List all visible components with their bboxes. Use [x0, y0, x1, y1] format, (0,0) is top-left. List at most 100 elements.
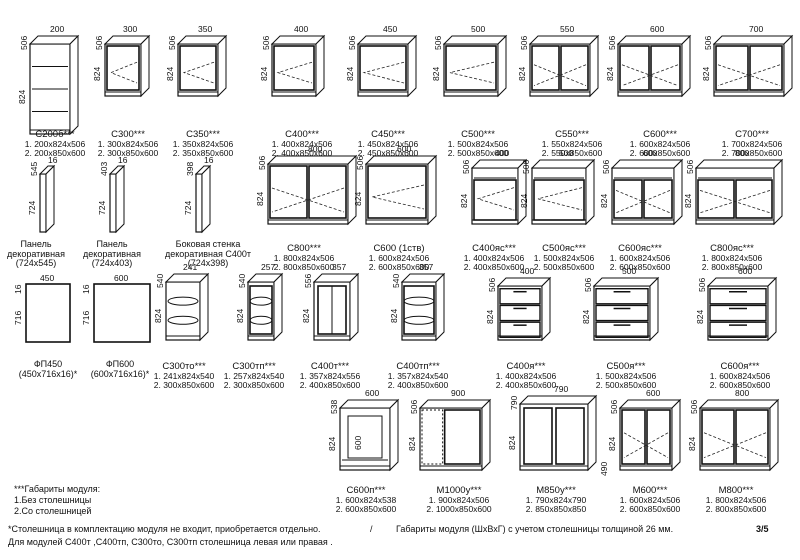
dim-height: 724 — [27, 200, 37, 215]
cabinet-top — [356, 35, 418, 45]
module-name: C600я*** — [720, 361, 760, 372]
dim-depth: 790 — [509, 395, 519, 410]
cabinet-top — [364, 155, 438, 165]
module-size-1: 1. 500x824x506 — [447, 138, 509, 149]
dim-height: 824 — [605, 67, 615, 82]
cabinet-front — [271, 43, 317, 97]
dim-width: 241 — [183, 262, 198, 272]
module-size-1: 1. 450x824x506 — [357, 138, 419, 149]
cabinet-front — [177, 43, 219, 97]
module-size-2: 2. 600x850x600 — [619, 504, 681, 514]
c800ys-drawing — [694, 158, 784, 226]
module-size-2: 2. 850x850x850 — [525, 504, 587, 514]
dim-width: 600 — [646, 388, 661, 398]
module-size-1: 1. 800x824x506 — [705, 494, 767, 505]
dim-width: 400 — [495, 148, 510, 158]
module-size-2: 2. 300x850x600 — [223, 380, 285, 390]
cabinet-top — [442, 35, 508, 45]
panel-label-2: (450x716x16)* — [18, 368, 78, 379]
c600ya-drawing — [706, 276, 778, 342]
dim-width: 400 — [294, 24, 309, 34]
module-size-1: 1. 800x824x506 — [701, 252, 763, 263]
dim-height: 824 — [687, 437, 697, 452]
cabinet-top — [266, 155, 358, 165]
cabinet-front — [531, 167, 587, 225]
front-panel — [93, 283, 151, 343]
dim-height: 824 — [345, 67, 355, 82]
cabinet-front — [619, 407, 673, 471]
dim-depth: 506 — [685, 159, 695, 174]
dim-depth: 506 — [347, 35, 357, 50]
dimensions-legend: ***Габариты модуля: 1.Без столешницы 2.С… — [14, 484, 100, 517]
cabinet-side — [767, 276, 777, 342]
module-size-2: 2. 500x850x600 — [447, 148, 509, 158]
cabinet-top — [706, 277, 778, 287]
module-size-1: 1. 600x824x506 — [368, 252, 430, 263]
cabinet-top — [496, 277, 552, 287]
module-size-1: 1. 600x824x506 — [609, 252, 671, 263]
dim-depth: 506 — [355, 155, 365, 170]
dim-height: 824 — [259, 67, 269, 82]
cabinet-side — [427, 154, 437, 226]
panel-face — [109, 173, 117, 233]
dim-width: 500 — [559, 148, 574, 158]
panel-label-3: (724x545) — [15, 258, 57, 268]
dim-height: 824 — [153, 308, 163, 323]
cabinet-top — [694, 159, 784, 169]
dim-width: 800 — [735, 148, 750, 158]
dim-depth: 506 — [167, 35, 177, 50]
cabinet-side — [497, 34, 507, 98]
cabinet-side — [681, 34, 691, 98]
module-size-1: 1. 400x824x506 — [495, 370, 557, 381]
dim-width: 800 — [308, 144, 323, 154]
panel-side — [201, 164, 211, 234]
m600-drawing — [618, 398, 682, 472]
c400t-drawing — [312, 272, 360, 342]
cabinet-front — [267, 163, 349, 225]
cabinet-side — [217, 34, 227, 98]
dim-width: 357 — [332, 262, 347, 272]
cabinet-top — [470, 159, 528, 169]
footnote-dimensions: Габариты модуля (ШхВхГ) с учетом столешн… — [396, 524, 674, 534]
panel-label-1: Панель — [96, 239, 128, 249]
cabinet-top — [712, 35, 794, 45]
dim-depth: 398 — [185, 161, 195, 176]
dim-height: 824 — [407, 437, 417, 452]
module-name: C800*** — [287, 243, 321, 254]
cabinet-front — [497, 285, 543, 341]
fp450-drawing — [25, 283, 71, 343]
cabinet-top — [418, 399, 492, 409]
cabinet-top — [610, 159, 684, 169]
dim-width: 600 — [738, 266, 753, 276]
cabinet-front — [611, 167, 675, 225]
dim-depth: 556 — [303, 273, 313, 288]
cabinet-front — [695, 167, 775, 225]
module-name: C700*** — [735, 129, 769, 140]
p398-drawing — [194, 164, 212, 234]
module-size-2: 2. 600x850x600 — [368, 262, 430, 272]
page-number: 3/5 — [756, 524, 769, 534]
footnote-countertop: *Столешница в комплектацию модуля не вхо… — [8, 524, 321, 534]
module-size-1: 1. 357x824x556 — [299, 370, 361, 381]
c600stv-drawing — [364, 154, 438, 226]
dim-height: 824 — [431, 67, 441, 82]
module-size-2: 2. 550x850x600 — [541, 148, 603, 158]
dim-depth: 506 — [94, 35, 104, 50]
dim-width: 600 — [397, 144, 412, 154]
cabinet-front — [699, 407, 771, 471]
dim-width: 900 — [451, 388, 466, 398]
cabinet-front — [707, 285, 769, 341]
dim-height: 824 — [327, 437, 337, 452]
module-name: M800*** — [718, 485, 754, 496]
module-size-2: 2. 1000x850x600 — [426, 504, 492, 514]
cabinet-front — [471, 167, 519, 225]
dim-depth: 506 — [601, 159, 611, 174]
dim-width: 257 — [261, 262, 276, 272]
dim-height: 716 — [81, 310, 91, 325]
